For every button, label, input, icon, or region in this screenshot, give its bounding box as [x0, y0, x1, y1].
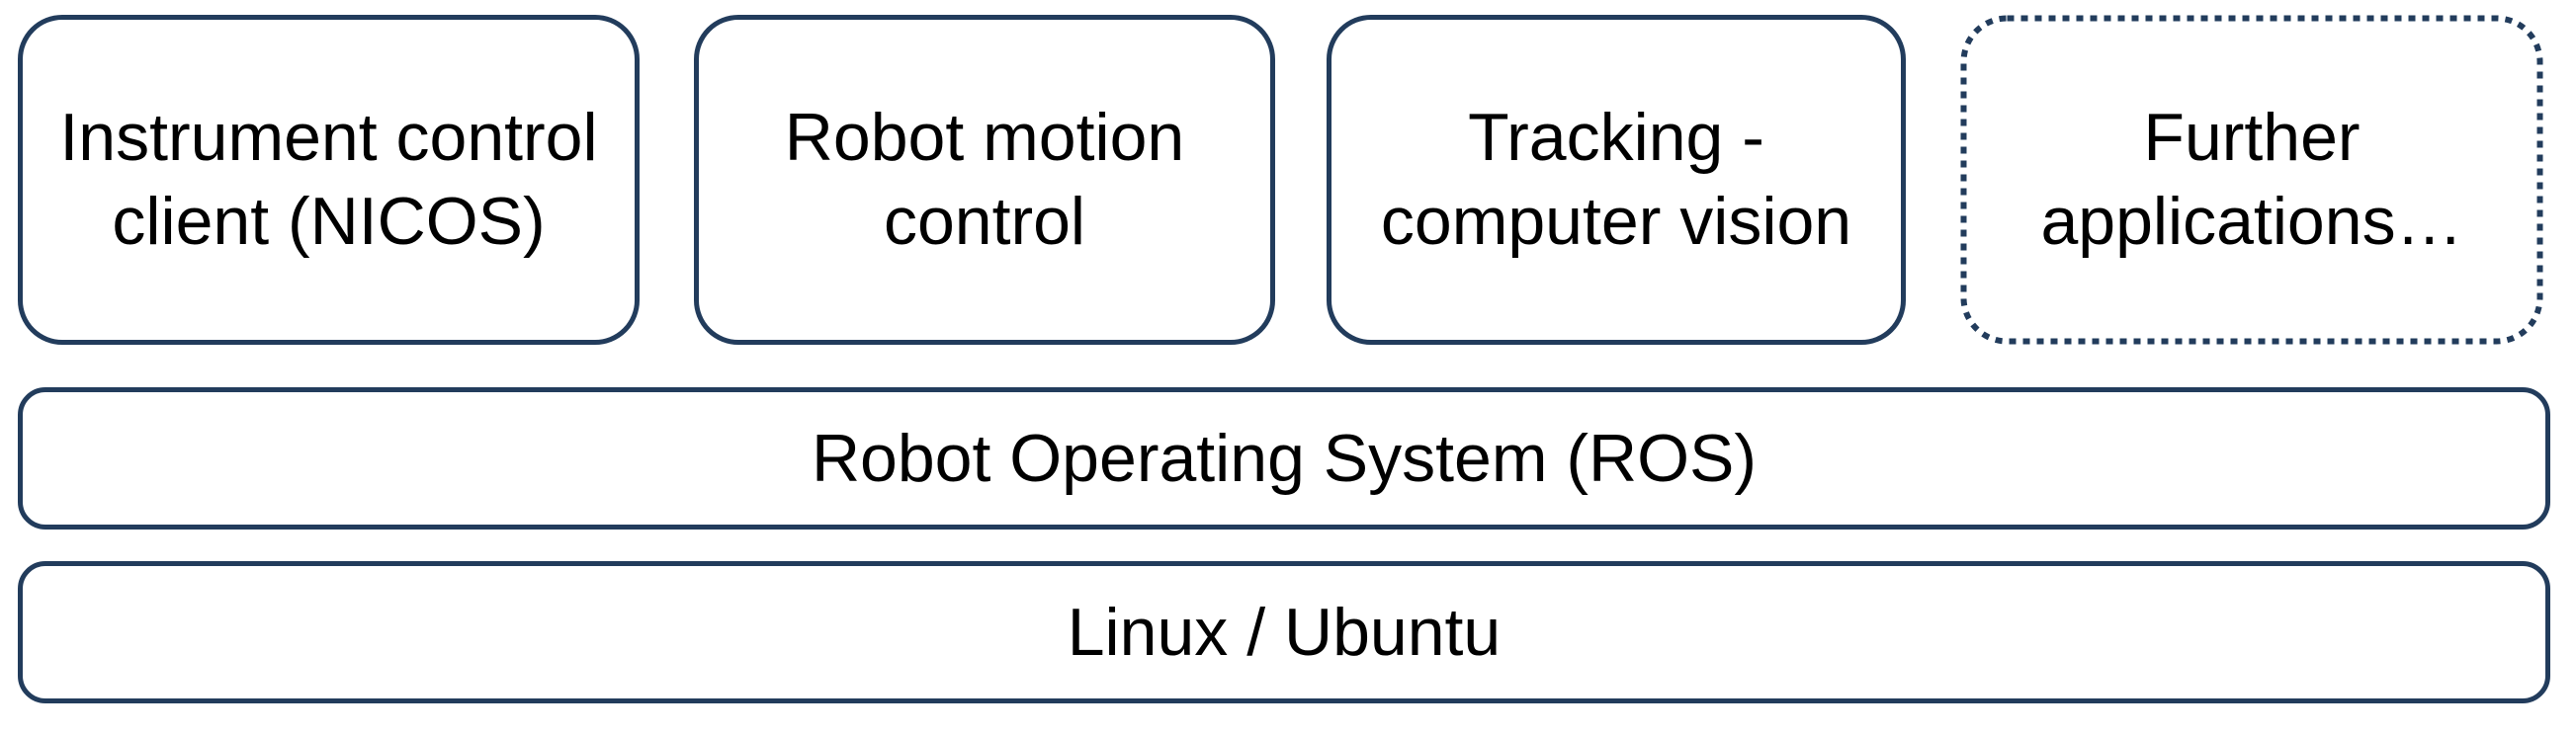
bar-linux-ubuntu: Linux / Ubuntu [18, 561, 2550, 703]
box-further-applications: Further applications… [1960, 15, 2543, 345]
box-robot-motion-control: Robot motion control [694, 15, 1275, 345]
box-robot-motion-control-label: Robot motion control [784, 100, 1185, 259]
box-tracking-computer-vision: Tracking - computer vision [1327, 15, 1906, 345]
bar-linux-ubuntu-label: Linux / Ubuntu [1067, 594, 1502, 670]
bar-robot-operating-system-label: Robot Operating System (ROS) [811, 420, 1758, 496]
box-tracking-computer-vision-label: Tracking - computer vision [1380, 100, 1852, 259]
bar-robot-operating-system: Robot Operating System (ROS) [18, 387, 2550, 530]
box-instrument-control-client: Instrument control client (NICOS) [18, 15, 640, 345]
box-instrument-control-client-label: Instrument control client (NICOS) [59, 100, 598, 259]
box-further-applications-label: Further applications… [2040, 100, 2463, 259]
